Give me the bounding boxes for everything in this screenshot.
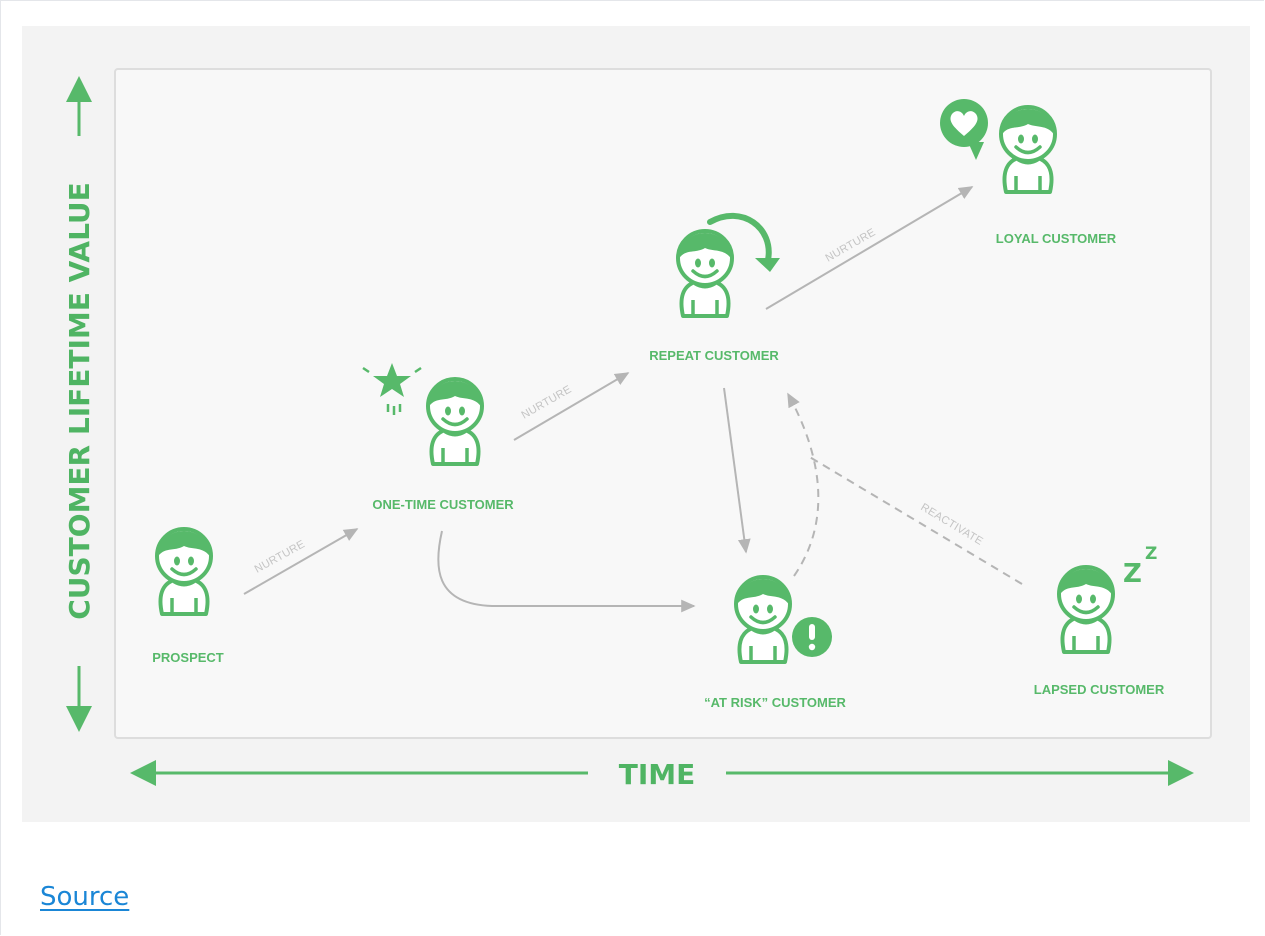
person-icon	[1057, 565, 1115, 654]
arrow-one-time-to-at-risk	[437, 530, 696, 613]
diagram-canvas: CUSTOMER LIFETIME VALUE TIME NURTURE NUR…	[63, 68, 1212, 791]
star-icon	[362, 363, 422, 415]
customer-lifecycle-diagram: CUSTOMER LIFETIME VALUE TIME NURTURE NUR…	[22, 26, 1250, 822]
arrow-one-time-to-repeat	[513, 372, 630, 441]
person-icon	[734, 575, 792, 664]
stage-prospect: PROSPECT	[152, 527, 224, 665]
x-axis: TIME	[130, 758, 1194, 791]
y-axis-label: CUSTOMER LIFETIME VALUE	[63, 182, 96, 620]
heart-bubble-icon	[940, 99, 988, 160]
diagram-panel	[114, 68, 1212, 739]
stage-loyal-customer: LOYAL CUSTOMER	[940, 99, 1117, 246]
stage-lapsed-customer: Z Z LAPSED CUSTOMER	[1034, 544, 1165, 697]
svg-text:Z: Z	[1123, 559, 1142, 589]
stage-label-repeat: REPEAT CUSTOMER	[649, 348, 779, 363]
stage-label-loyal: LOYAL CUSTOMER	[996, 231, 1117, 246]
stage-label-prospect: PROSPECT	[152, 650, 224, 665]
flow-arrows	[243, 186, 1023, 613]
y-axis-up-arrowhead	[66, 76, 92, 102]
x-axis-right-arrowhead	[1168, 760, 1194, 786]
sleeping-zz-icon: Z Z	[1123, 544, 1157, 589]
person-icon	[426, 377, 484, 466]
x-axis-left-arrowhead	[130, 760, 156, 786]
person-icon	[155, 527, 213, 616]
x-axis-label: TIME	[619, 758, 696, 791]
svg-text:Z: Z	[1145, 544, 1157, 564]
stage-one-time-customer: ONE-TIME CUSTOMER	[362, 363, 514, 512]
arrow-prospect-to-one-time	[243, 528, 359, 595]
arrow-repeat-to-at-risk	[723, 387, 751, 554]
y-axis: CUSTOMER LIFETIME VALUE	[63, 76, 96, 732]
stage-at-risk-customer: “AT RISK” CUSTOMER	[704, 575, 847, 710]
repeat-arrow-icon	[707, 212, 780, 272]
arrow-repeat-to-loyal	[765, 186, 974, 310]
stage-label-at-risk: “AT RISK” CUSTOMER	[704, 695, 846, 710]
stage-repeat-customer: REPEAT CUSTOMER	[649, 212, 780, 363]
stage-label-lapsed: LAPSED CUSTOMER	[1034, 682, 1165, 697]
y-axis-down-arrowhead	[66, 706, 92, 732]
person-icon	[676, 229, 734, 318]
person-icon	[999, 105, 1057, 194]
stage-label-one-time: ONE-TIME CUSTOMER	[372, 497, 514, 512]
exclamation-icon	[792, 617, 832, 657]
source-link[interactable]: Source	[40, 882, 130, 912]
